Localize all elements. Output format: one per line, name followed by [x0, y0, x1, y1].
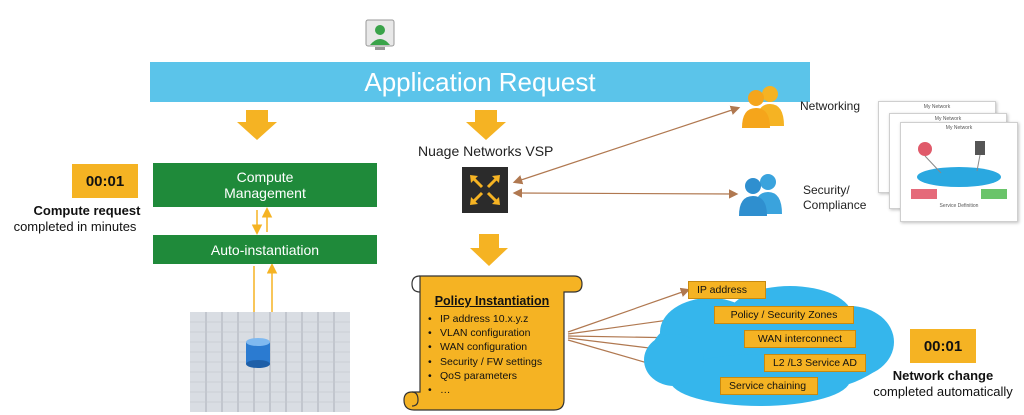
network-caption-rest: completed automatically [873, 384, 1013, 399]
service-card-front: My Network Service Definition [900, 122, 1018, 222]
auto-instantiation-box: Auto-instantiation [153, 235, 377, 264]
vsp-title: Nuage Networks VSP [418, 143, 554, 159]
tag-wan-interconnect: WAN interconnect [744, 330, 856, 348]
policy-item-security: Security / FW settings [428, 355, 562, 369]
policy-item-more: … [428, 383, 562, 397]
down-arrow-vsp [466, 110, 506, 140]
vsp-icon [462, 167, 508, 213]
compute-management-label: Compute Management [224, 169, 306, 201]
cross-arrows-icon [470, 175, 500, 205]
network-caption-bold: Network change [892, 368, 994, 383]
compute-timer-badge: 00:01 [72, 164, 138, 198]
tag-ip-address: IP address [688, 281, 766, 299]
service-topology-icon [911, 141, 1007, 199]
compute-caption: Compute request completed in minutes [0, 203, 150, 235]
policy-panel: Policy Instantiation IP address 10.x.y.z… [422, 294, 562, 397]
application-request-banner: Application Request [150, 62, 810, 102]
security-label: Security/ Compliance [803, 183, 866, 213]
policy-item-qos: QoS parameters [428, 369, 562, 383]
down-arrow-compute [237, 110, 277, 140]
network-timer-badge: 00:01 [910, 329, 976, 363]
networking-people-icon [742, 86, 784, 128]
policy-item-vlan: VLAN configuration [428, 326, 562, 340]
compute-caption-bold: Compute request [33, 203, 141, 218]
user-monitor-icon [365, 19, 395, 50]
policy-item-ip: IP address 10.x.y.z [428, 312, 562, 326]
network-caption: Network change completed automatically [862, 368, 1024, 400]
tag-service-chaining: Service chaining [720, 377, 818, 395]
compute-management-box: Compute Management [153, 163, 377, 207]
policy-list: IP address 10.x.y.z VLAN configuration W… [422, 312, 562, 397]
networking-label: Networking [800, 99, 861, 113]
server-rack-illustration [190, 312, 350, 412]
policy-item-wan: WAN configuration [428, 340, 562, 354]
down-arrow-policy [470, 234, 508, 266]
security-label-line1: Security/ [803, 183, 850, 197]
security-people-icon [739, 174, 782, 216]
policy-title: Policy Instantiation [434, 294, 550, 308]
tag-l2-l3-service: L2 /L3 Service AD [764, 354, 866, 372]
service-card-front-title: My Network [945, 125, 973, 131]
security-label-line2: Compliance [803, 198, 867, 212]
database-icon [246, 338, 270, 368]
tag-policy-security-zones: Policy / Security Zones [714, 306, 854, 324]
compute-caption-rest: completed in minutes [13, 219, 137, 234]
service-card-back-title: My Network [923, 104, 951, 110]
service-definition-label: Service Definition [939, 203, 979, 209]
service-card-middle-title: My Network [934, 116, 962, 122]
